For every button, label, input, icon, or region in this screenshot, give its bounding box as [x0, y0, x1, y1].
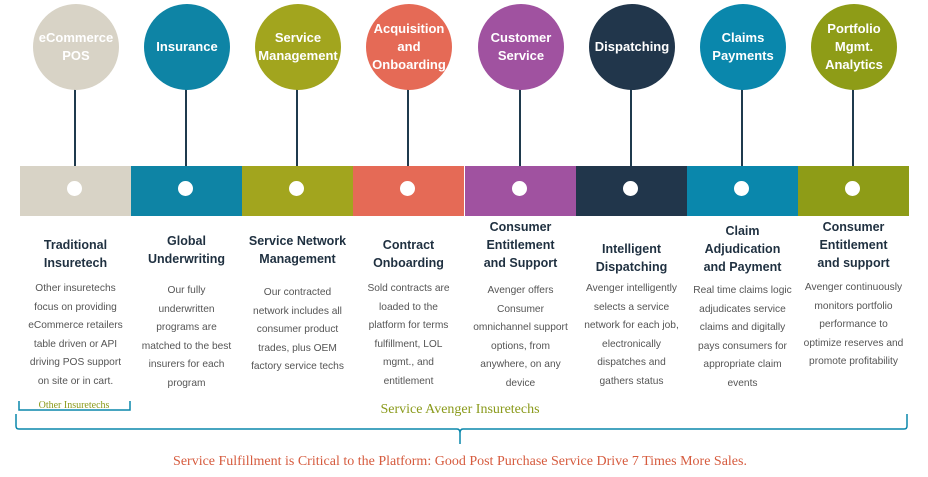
step-heading: Consumer Entitlement and support — [817, 220, 890, 270]
connector-line — [185, 88, 187, 166]
step-circle: Dispatching — [589, 4, 675, 90]
step-circle-label: Dispatching — [594, 39, 670, 54]
timeline-dot — [289, 181, 304, 196]
connector-line — [407, 88, 409, 166]
step-description: Avenger offers Consumer omnichannel supp… — [473, 285, 568, 389]
timeline-dot — [67, 181, 82, 196]
timeline-band-segment — [576, 166, 687, 216]
step-heading: Claim Adjudication and Payment — [703, 224, 782, 274]
step-circle-label: Claims Payments — [712, 30, 774, 63]
timeline-band-segment — [687, 166, 798, 216]
step-heading: Contract Onboarding — [373, 238, 444, 270]
timeline-dot — [178, 181, 193, 196]
other-insuretechs-label: Other Insuretechs — [38, 400, 110, 411]
step-circle: eCommerce POS — [33, 4, 119, 90]
step-circle-label: Customer Service — [490, 30, 552, 63]
step-circle-label: Portfolio Mgmt. Analytics — [825, 21, 883, 72]
timeline-dot — [512, 181, 527, 196]
timeline-dot — [623, 181, 638, 196]
connector-line — [74, 88, 76, 166]
timeline-band-segment — [798, 166, 909, 216]
step-circle-label: Insurance — [156, 39, 218, 54]
service-avenger-bracket — [15, 414, 908, 444]
step-description: Our fully underwritten programs are matc… — [141, 285, 232, 389]
step-description: Other insuretechs focus on providing eCo… — [28, 283, 123, 387]
step-circle: Customer Service — [478, 4, 564, 90]
step-description: Real time claims logic adjudicates servi… — [693, 285, 792, 389]
step-circle: Service Management — [255, 4, 341, 90]
connector-line — [741, 88, 743, 166]
step-circle-label: Acquisition and Onboarding — [372, 21, 446, 72]
timeline-dot — [845, 181, 860, 196]
connector-line — [296, 88, 298, 166]
timeline-band-segment — [131, 166, 242, 216]
service-avenger-label: Service Avenger Insuretechs — [380, 402, 540, 417]
step-description: Sold contracts are loaded to the platfor… — [367, 283, 450, 387]
step-heading: Global Underwriting — [147, 234, 226, 266]
step-circle-label: Service Management — [258, 30, 338, 63]
step-heading: Intelligent Dispatching — [595, 242, 668, 274]
timeline-dot — [734, 181, 749, 196]
other-insuretechs-bracket — [18, 401, 131, 411]
timeline-dot — [400, 181, 415, 196]
step-circle: Acquisition and Onboarding — [366, 4, 452, 90]
step-description: Avenger continuously monitors portfolio … — [803, 282, 904, 367]
step-heading: Traditional Insuretech — [43, 238, 108, 270]
step-description: Our contracted network includes all cons… — [251, 287, 344, 372]
timeline-band-segment — [465, 166, 576, 216]
timeline-band-segment — [353, 166, 464, 216]
connector-line — [519, 88, 521, 166]
timeline-band-segment — [20, 166, 131, 216]
step-description: Avenger intelligently selects a service … — [584, 283, 679, 387]
timeline-band-segment — [242, 166, 353, 216]
step-heading: Consumer Entitlement and Support — [483, 220, 558, 270]
connector-line — [630, 88, 632, 166]
step-circle: Claims Payments — [700, 4, 786, 90]
connector-line — [852, 88, 854, 166]
step-heading: Service Network Management — [248, 234, 347, 266]
step-circle: Portfolio Mgmt. Analytics — [811, 4, 897, 90]
footer-tagline: Service Fulfillment is Critical to the P… — [173, 454, 747, 469]
step-circle-label: eCommerce POS — [38, 30, 114, 63]
step-circle: Insurance — [144, 4, 230, 90]
